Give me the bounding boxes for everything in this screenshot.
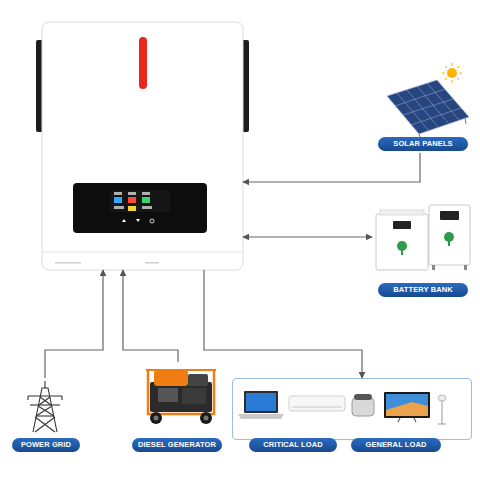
inverter-box	[42, 22, 243, 270]
solar-panel-illustration	[387, 63, 469, 140]
flow-connector	[243, 153, 420, 182]
inverter-illustration	[36, 22, 249, 270]
battery-node: BATTERY BANK	[372, 203, 472, 298]
pylon-illustration	[28, 381, 62, 432]
appliance-illustration	[238, 391, 446, 424]
node-label: GENERAL LOAD	[351, 438, 441, 452]
node-label: POWER GRID	[12, 438, 80, 452]
flow-connector	[123, 270, 178, 362]
solar-node: SOLAR PANELS	[375, 64, 471, 153]
generator-illustration	[146, 370, 216, 424]
battery-illustration	[376, 205, 470, 270]
grid-node: POWER GRID	[10, 378, 82, 453]
node-label: SOLAR PANELS	[378, 137, 468, 151]
load-box: CRITICAL LOADGENERAL LOAD	[232, 378, 472, 440]
node-label: CRITICAL LOAD	[249, 438, 337, 452]
node-label: DIESEL GENERATOR	[132, 438, 222, 452]
flow-connector	[243, 236, 372, 237]
node-label: BATTERY BANK	[378, 283, 468, 297]
flow-connector	[204, 270, 362, 378]
generator-node: DIESEL GENERATOR	[130, 362, 224, 453]
flow-connector	[45, 270, 103, 378]
